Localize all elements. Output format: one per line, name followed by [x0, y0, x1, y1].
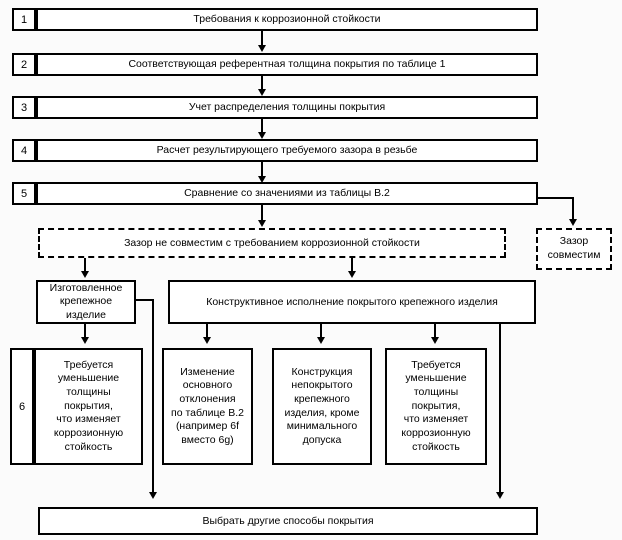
outcome-box-2: Изменение основного отклонения по таблиц…: [162, 348, 253, 465]
connector-left-branch-to-final-v: [152, 299, 154, 493]
connector-left-branch-to-final-h: [136, 299, 154, 301]
arrowhead-5-to-compatible: [569, 219, 577, 226]
step-number-4: 4: [12, 139, 36, 162]
connector-nc-to-right-branch: [351, 258, 353, 272]
step-box-1: Требования к коррозионной стойкости: [36, 8, 538, 31]
branch-left-box: Изготовленное крепежное изделие: [36, 280, 136, 324]
connector-1-to-2: [261, 31, 263, 47]
final-box: Выбрать другие способы покрытия: [38, 507, 538, 535]
arrowhead-left-branch-to-final: [149, 492, 157, 499]
connector-5-to-compatible-h: [536, 197, 574, 199]
connector-4-to-5: [261, 162, 263, 181]
step-number-5: 5: [12, 182, 36, 205]
arrowhead-4-to-5: [258, 176, 266, 183]
arrowhead-2-to-3: [258, 89, 266, 96]
branch-right-box: Конструктивное исполнение покрытого креп…: [168, 280, 536, 324]
connector-right-branch-to-final: [499, 324, 501, 493]
step-box-5: Сравнение со значениями из таблицы В.2: [36, 182, 538, 205]
arrowhead-1-to-2: [258, 45, 266, 52]
arrowhead-right-branch-to-final: [496, 492, 504, 499]
connector-right-branch-to-outcome-3: [320, 324, 322, 338]
step-box-3: Учет распределения толщины покрытия: [36, 96, 538, 119]
connector-3-to-4: [261, 119, 263, 136]
connector-5-to-not-compatible: [261, 205, 263, 223]
connector-5-to-compatible-v: [572, 197, 574, 221]
step-box-4: Расчет результирующего требуемого зазора…: [36, 139, 538, 162]
connector-nc-to-left-branch: [84, 258, 86, 272]
arrowhead-right-branch-to-outcome-2: [203, 337, 211, 344]
outcome-box-3: Конструкция непокрытого крепежного издел…: [272, 348, 372, 465]
step-number-3: 3: [12, 96, 36, 119]
arrowhead-nc-to-right-branch: [348, 271, 356, 278]
arrowhead-left-branch-to-outcome-1: [81, 337, 89, 344]
step-box-2: Соответствующая референтная толщина покр…: [36, 53, 538, 76]
connector-left-branch-to-outcome-1: [84, 324, 86, 338]
connector-right-branch-to-outcome-2: [206, 324, 208, 338]
outcome-box-1: Требуется уменьшение толщины покрытия, ч…: [34, 348, 143, 465]
decision-compatible-box: Зазор совместим: [536, 228, 612, 270]
connector-2-to-3: [261, 76, 263, 92]
arrowhead-3-to-4: [258, 132, 266, 139]
step-number-1: 1: [12, 8, 36, 31]
connector-right-branch-to-outcome-4: [434, 324, 436, 338]
arrowhead-5-to-not-compatible: [258, 220, 266, 227]
arrowhead-right-branch-to-outcome-3: [317, 337, 325, 344]
decision-not-compatible-box: Зазор не совместим с требованием коррози…: [38, 228, 506, 258]
outcome-number-6: 6: [10, 348, 34, 465]
arrowhead-nc-to-left-branch: [81, 271, 89, 278]
arrowhead-right-branch-to-outcome-4: [431, 337, 439, 344]
step-number-2: 2: [12, 53, 36, 76]
outcome-box-4: Требуется уменьшение толщины покрытия, ч…: [385, 348, 487, 465]
